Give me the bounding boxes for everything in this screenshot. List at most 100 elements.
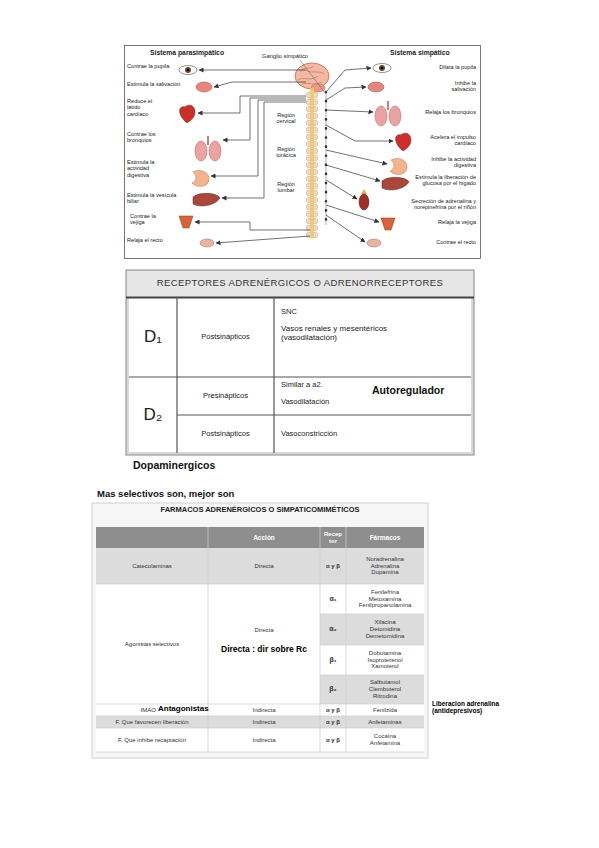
eye-part xyxy=(185,67,191,73)
table-cell-box: Presinápticos xyxy=(177,377,274,415)
table-cell-box: α y β xyxy=(320,704,346,716)
kidney xyxy=(359,189,369,210)
drug-table-part-part xyxy=(320,527,321,752)
table-cell: Indirecta xyxy=(252,707,275,714)
parasympathetic-nerves xyxy=(195,70,310,243)
bladder-part xyxy=(179,216,193,228)
parasympathetic-nerves-part xyxy=(198,96,306,113)
organ-annotation: Estimula la salivación xyxy=(127,81,193,87)
table-cell: Vasos renales y mesentéricos (vasodilata… xyxy=(281,324,416,342)
table-cell: Directa xyxy=(254,627,273,634)
lungs-part xyxy=(209,141,221,161)
lungs-part xyxy=(375,106,387,126)
organ-annotation-box: Relaja el recto xyxy=(127,237,187,243)
table-cell: SNC xyxy=(281,308,401,317)
organ-annotation: Contrae los bronquios xyxy=(127,131,172,144)
table-cell-box: Indirecta xyxy=(208,704,320,716)
lungs-part xyxy=(387,101,389,110)
table-cell: Fenilefrina Metoxamina Fenilpropanolamin… xyxy=(357,589,413,610)
table-cell-box: α y β xyxy=(320,728,346,752)
organ-annotation-box: Inhibe la salivación xyxy=(436,80,476,93)
organ-annotation: Estimula la vesícula biliar xyxy=(127,192,179,205)
table-cell: Fenilzida xyxy=(373,707,397,714)
table-cell: Catecolaminas xyxy=(132,563,172,570)
sympathetic-ganglia-part xyxy=(300,60,325,93)
lungs xyxy=(195,136,221,161)
table-cell-box: Salbutamol Clembuterol Ritrodina xyxy=(346,675,424,704)
liver-part xyxy=(382,177,409,190)
stomach xyxy=(390,158,407,174)
table-cell-box: Postsinápticos xyxy=(177,415,274,453)
table-cell-box: Similar a a2. xyxy=(281,381,371,390)
nervous-system-frame-part xyxy=(125,46,481,259)
table-cell-box: β₂ xyxy=(320,675,346,704)
drug-table-part-part xyxy=(208,527,209,752)
organ-annotation: Reduce el latido cardíaco xyxy=(127,98,157,117)
note-text-box: Mas selectivos son, mejor son xyxy=(97,489,297,500)
organ-annotation: Sistema parasimpático xyxy=(150,49,240,57)
drug-table-part xyxy=(96,527,424,548)
table-cell: Xilacina Detomidina Demetomidina xyxy=(363,619,408,640)
note-text-box: Directa : dir sobre Rc xyxy=(208,640,320,660)
salivary-gland-part xyxy=(368,82,384,92)
heart-part xyxy=(180,105,195,123)
organ-annotation-box: Relaja la vejiga xyxy=(416,219,476,225)
sympathetic-nerves-part xyxy=(326,150,387,164)
organ-annotation: Relaja la vejiga xyxy=(416,219,476,225)
receptor-table-part xyxy=(177,414,471,415)
table-cell: Indirecta xyxy=(252,737,275,744)
table-cell: Noradrenalina Adrenalina Dopamina xyxy=(361,556,409,577)
note-text-box: Autoregulador xyxy=(372,384,470,396)
table-cell: α y β xyxy=(326,719,340,726)
table-cell-box: SNC xyxy=(281,308,401,317)
eye xyxy=(373,64,391,73)
parasympathetic-nerves-part xyxy=(211,100,306,176)
eye-part xyxy=(373,64,391,73)
organ-annotation-box: Relaja los bronquios xyxy=(406,109,476,115)
eye xyxy=(179,66,197,75)
note-text: Antagonistas xyxy=(158,704,209,713)
table-cell: Anfetaminas xyxy=(368,719,401,726)
column-header-box: Acción xyxy=(208,527,320,548)
table-cell: α y β xyxy=(326,737,340,744)
parasympathetic-nerves-part xyxy=(223,98,306,140)
table-title-box: FARMACOS ADRENÉRGICOS O SIMPATICOMIMÉTIC… xyxy=(92,506,428,515)
stomach-part xyxy=(192,170,209,186)
receptor-table-part xyxy=(129,298,471,452)
organ-annotation: Ganglio simpático xyxy=(262,53,322,60)
kidney-part xyxy=(361,189,367,194)
column-header-box: Fármacos xyxy=(346,527,424,548)
organ-annotation-box: Reduce el latido cardíaco xyxy=(127,98,157,117)
liver xyxy=(193,193,220,206)
sympathetic-nerves-part xyxy=(326,125,393,141)
organ-annotation: Contrae la vejiga xyxy=(130,213,158,226)
parasympathetic-nerves-part xyxy=(199,70,306,71)
drug-table-part-part xyxy=(320,614,424,615)
rectum-part xyxy=(367,239,381,247)
organ-annotation: Relaja el recto xyxy=(127,237,187,243)
eye-part xyxy=(379,65,385,71)
table-cell-box: Indirecta xyxy=(208,728,320,752)
table-cell: Postsinápticos xyxy=(201,430,249,439)
organ-annotation-box: Inhibe la actividad digestiva xyxy=(420,156,476,169)
table-cell: α₁ xyxy=(329,595,336,603)
table-cell-box: Postsinápticos xyxy=(177,297,274,377)
parasympathetic-nerves-part xyxy=(216,236,310,243)
table-cell: Salbutamol Clembuterol Ritrodina xyxy=(363,679,408,700)
heart-part xyxy=(396,133,411,151)
table-cell: Postsinápticos xyxy=(201,333,249,342)
table-title-box: RECEPTORES ADRENÉRGICOS O ADRENORRECEPTO… xyxy=(126,270,474,297)
drug-table-part-part xyxy=(96,704,424,705)
drug-table-part xyxy=(92,503,428,758)
table-cell: α y β xyxy=(326,563,340,570)
eye-part xyxy=(381,67,384,70)
table-cell-box: Noradrenalina Adrenalina Dopamina xyxy=(346,548,424,584)
organ-annotation-box: Contrae los bronquios xyxy=(127,131,172,144)
spinal-column-part xyxy=(310,88,314,238)
table-cell-box: Xilacina Detomidina Demetomidina xyxy=(346,614,424,645)
drug-table-part-part xyxy=(96,728,424,729)
table-cell-box: IMAO xyxy=(110,704,156,716)
table-cell-box: D₁ xyxy=(129,297,177,377)
sympathetic-nerves-part xyxy=(326,205,379,222)
